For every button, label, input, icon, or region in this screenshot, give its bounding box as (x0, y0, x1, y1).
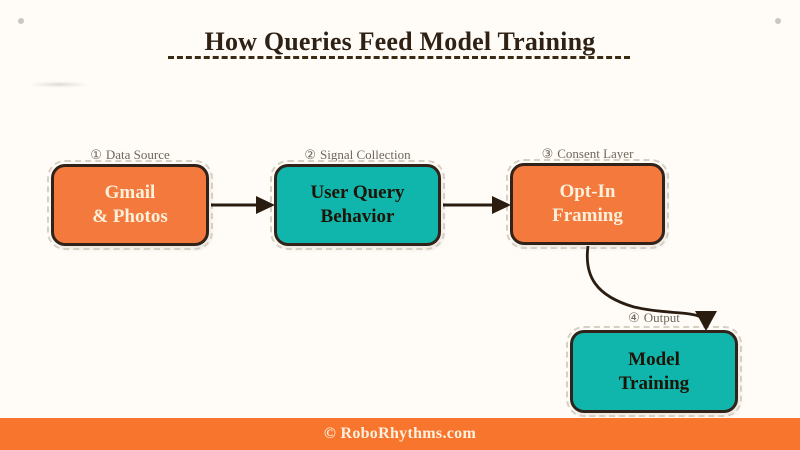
node-text-line: Model (628, 348, 680, 370)
title-dashed-underline (168, 56, 630, 59)
node-text-line: Behavior (320, 206, 395, 227)
node-opt-in-framing: Opt-In Framing (506, 159, 669, 249)
node-text-line: Gmail (104, 182, 156, 203)
corner-dot-right (775, 18, 781, 24)
arrow-signal-to-consent (443, 196, 511, 214)
footer-bar: © RoboRhythms.com (0, 418, 800, 450)
step-label-text: Consent Layer (557, 146, 634, 161)
step-number-2-icon: ② (304, 147, 316, 162)
node-text-line: Opt-In (559, 181, 616, 202)
footer-text: © RoboRhythms.com (323, 425, 477, 442)
node-text-line: & Photos (92, 206, 168, 227)
arrow-consent-to-output-curved (585, 245, 717, 331)
node-text-line: Training (618, 372, 690, 394)
step-label-text: Signal Collection (320, 147, 411, 162)
step-number-1-icon: ① (90, 147, 102, 162)
step-number-4-icon: ④ (628, 310, 640, 325)
node-model-training: Model Training (566, 326, 742, 417)
corner-dot-left (18, 18, 24, 24)
arrow-source-to-signal (211, 196, 275, 214)
node-user-query-behavior: User Query Behavior (270, 160, 445, 250)
node-text-line: Framing (552, 205, 623, 226)
node-gmail-photos: Gmail & Photos (47, 160, 213, 250)
step-label-signal-collection: ② Signal Collection (274, 147, 441, 163)
smudge-mark (30, 83, 88, 86)
step-number-3-icon: ③ (541, 146, 554, 161)
step-label-text: Data Source (105, 147, 170, 162)
node-text-line: User Query (310, 182, 405, 203)
page-title: How Queries Feed Model Training (204, 27, 596, 56)
step-label-text: Output (643, 310, 680, 325)
